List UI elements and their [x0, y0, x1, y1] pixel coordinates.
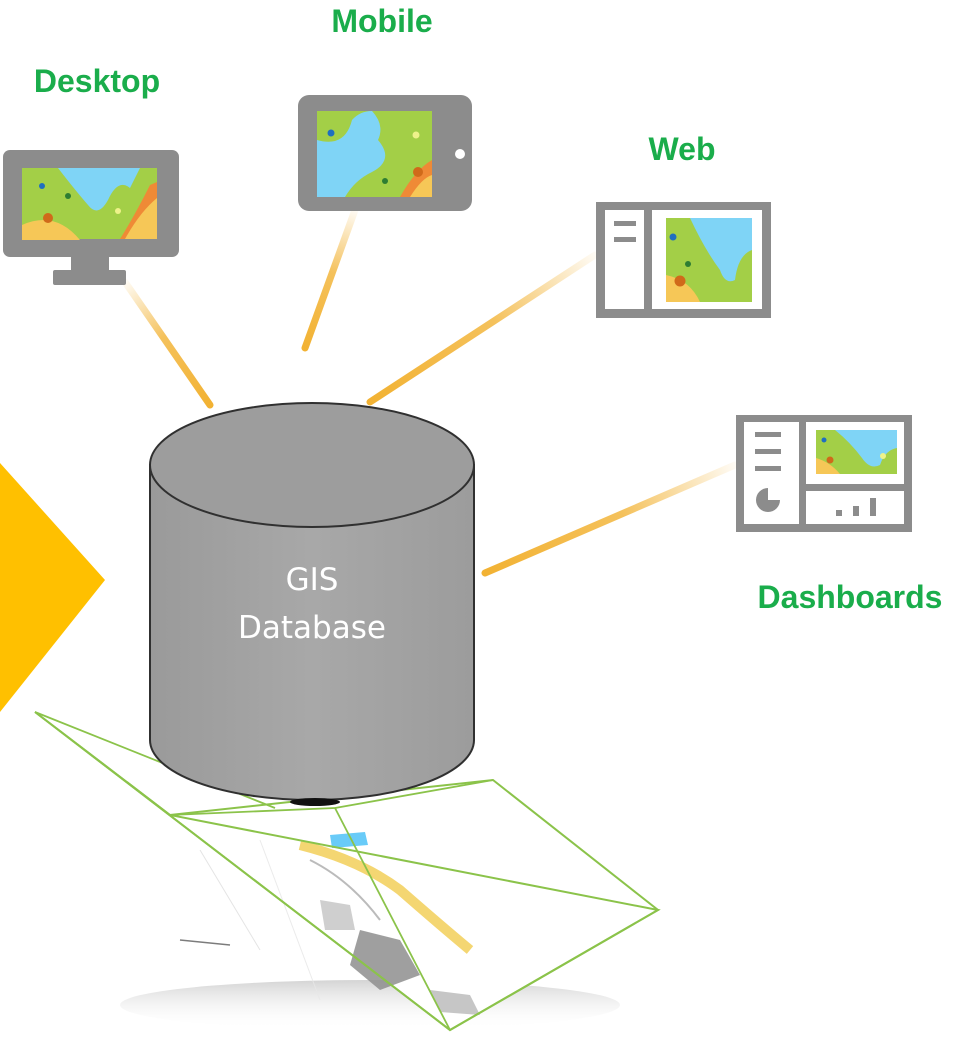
database-label-line1: GIS	[286, 562, 339, 598]
input-arrow-icon	[0, 463, 105, 712]
desktop-label: Desktop	[34, 63, 160, 99]
mobile-label: Mobile	[331, 3, 432, 39]
desktop-monitor-icon	[3, 150, 179, 285]
connector-mobile	[301, 206, 359, 352]
dashboards-label: Dashboards	[758, 579, 943, 615]
database-cylinder-icon: GIS Database	[149, 402, 475, 806]
connector-web	[366, 251, 599, 406]
web-app-icon	[596, 202, 771, 318]
connector-desktop	[121, 278, 214, 409]
web-label: Web	[649, 131, 716, 167]
dashboard-icon	[736, 415, 912, 532]
connectors	[121, 206, 739, 577]
database-label-line2: Database	[238, 610, 386, 646]
connector-dashboards	[481, 461, 739, 577]
projection-shadow	[120, 980, 620, 1030]
tablet-icon	[298, 95, 472, 211]
map-projection-plane	[34, 711, 661, 1032]
